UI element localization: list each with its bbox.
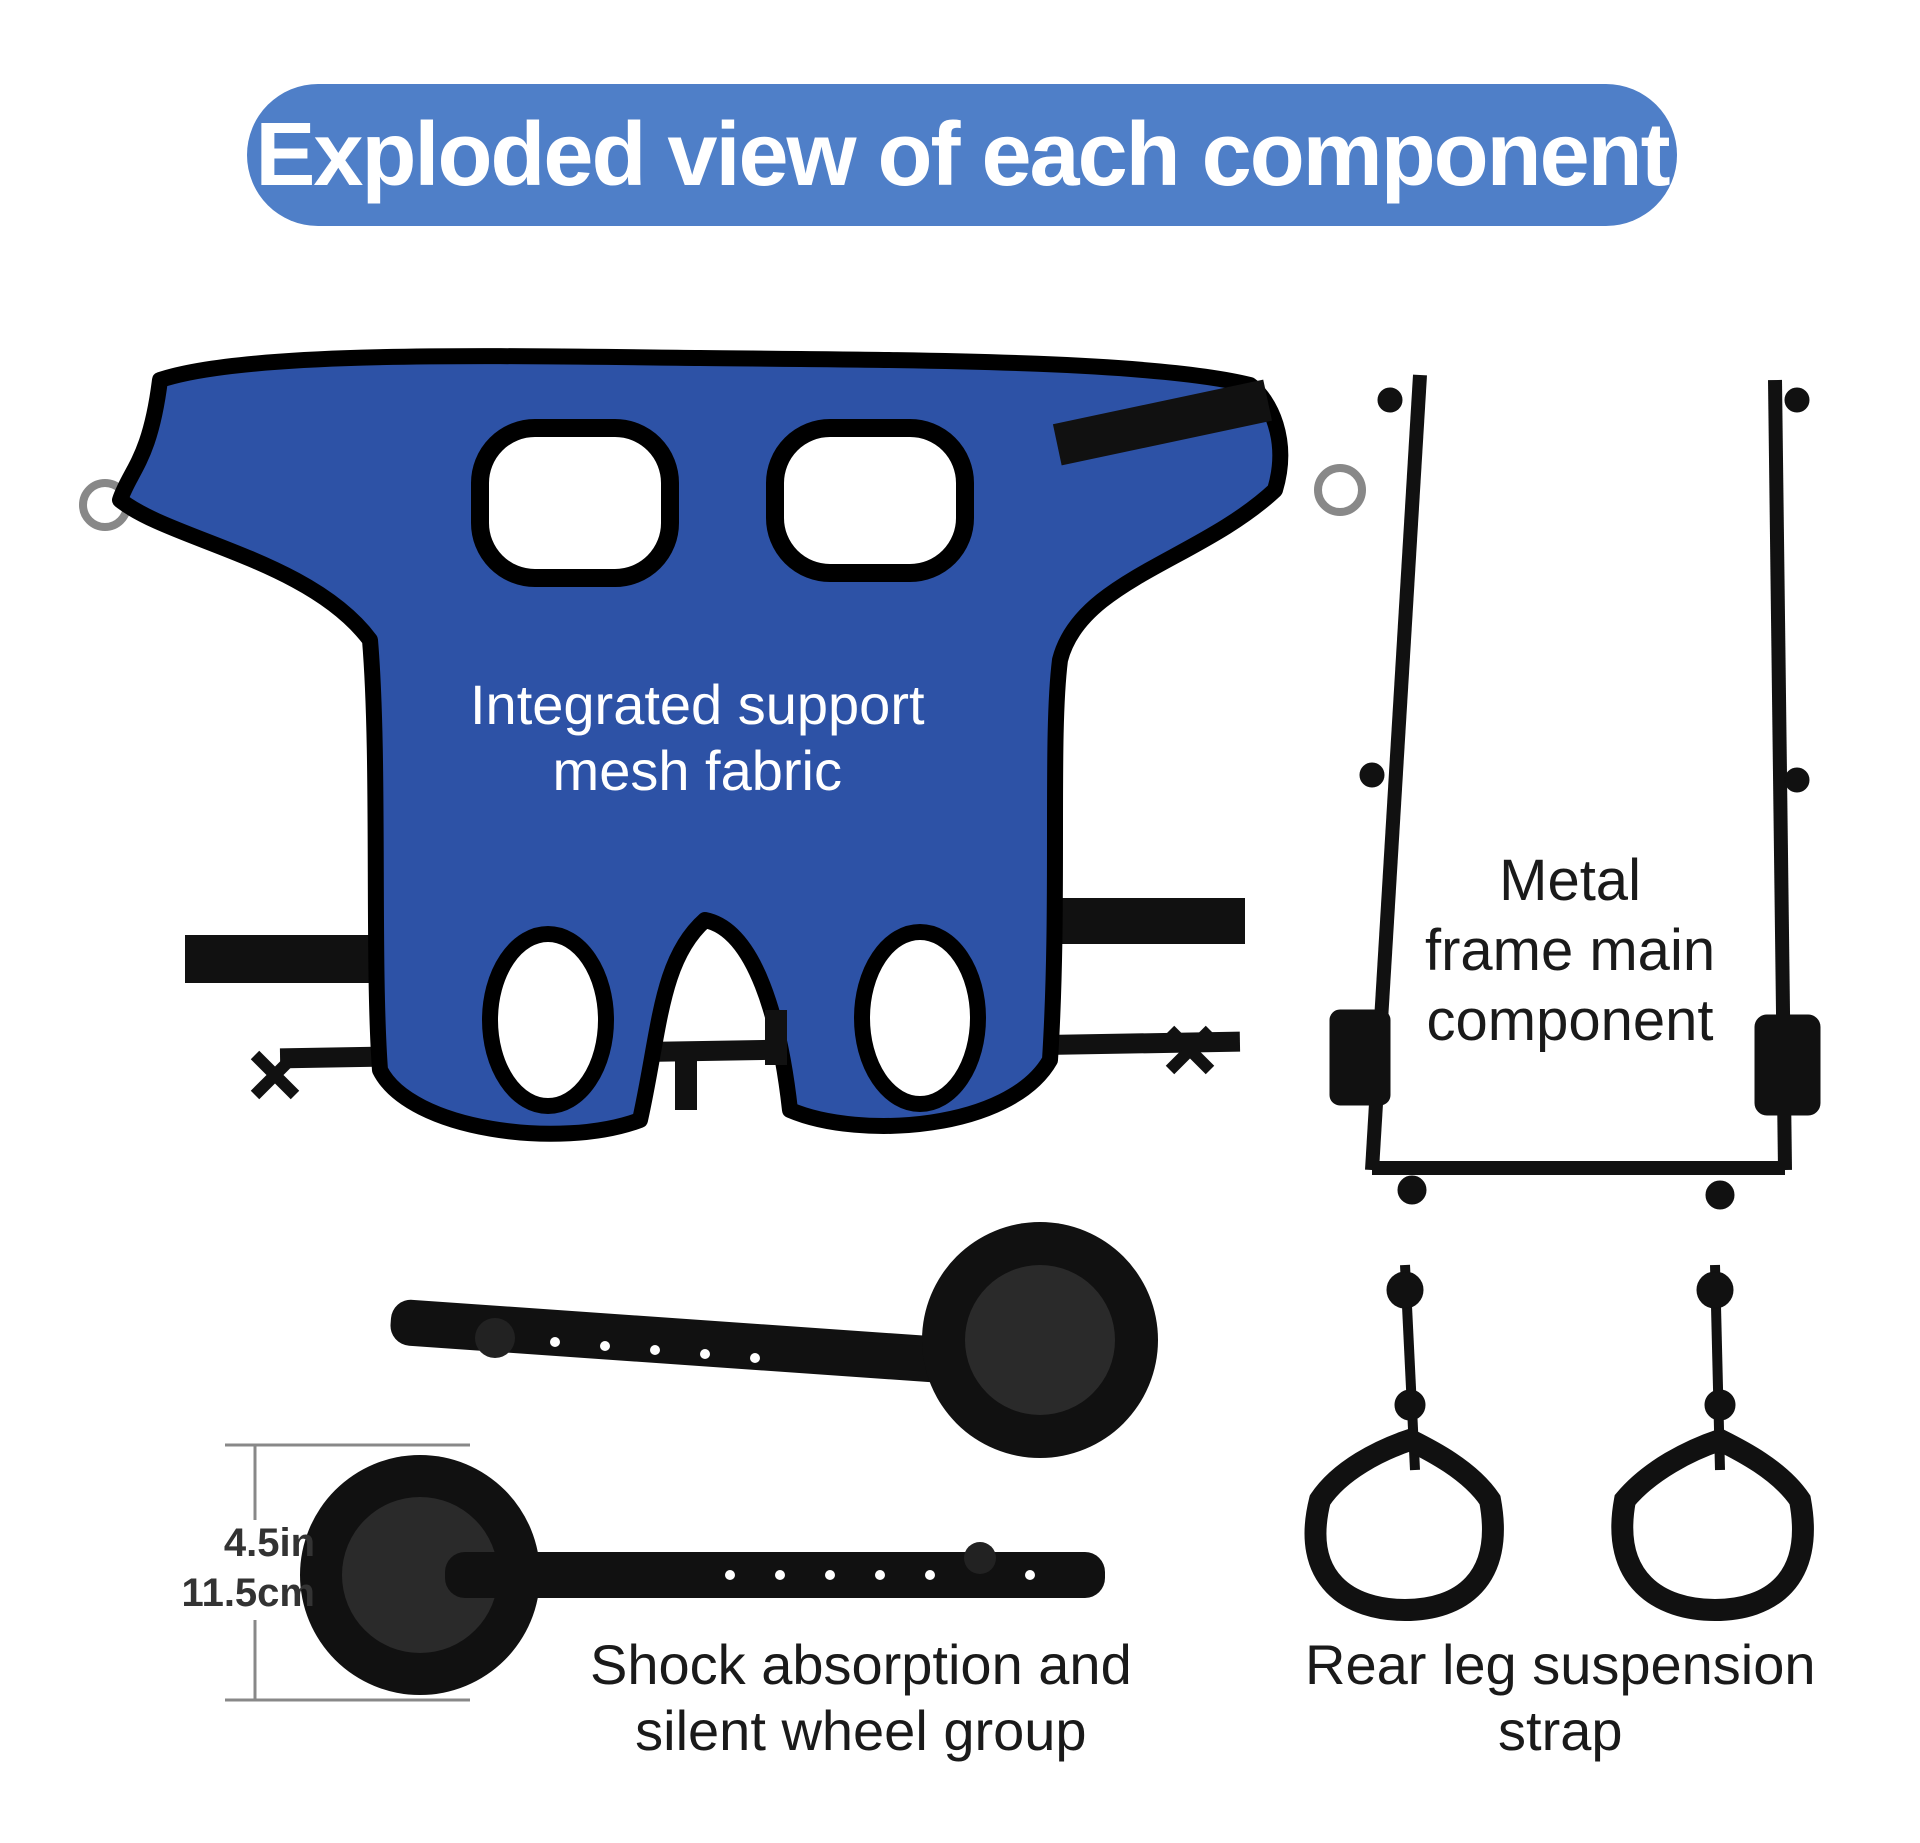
frame-image (1329, 374, 1821, 1210)
page-title: Exploded view of each component (255, 104, 1670, 205)
harness-image (79, 348, 1366, 1142)
frame-label: Metal frame main component (1425, 848, 1716, 1053)
strap-image (1304, 1264, 1814, 1622)
title-banner: Exploded view of each component (247, 84, 1677, 226)
harness-label: Integrated support mesh fabric (470, 673, 925, 802)
wheel-group-image (225, 1222, 1158, 1702)
wheel-group-label: Shock absorption and silent wheel group (590, 1633, 1132, 1762)
wheel-dimension: 4.5in 11.5cm (181, 1521, 315, 1615)
strap-label: Rear leg suspension strap (1305, 1633, 1816, 1762)
